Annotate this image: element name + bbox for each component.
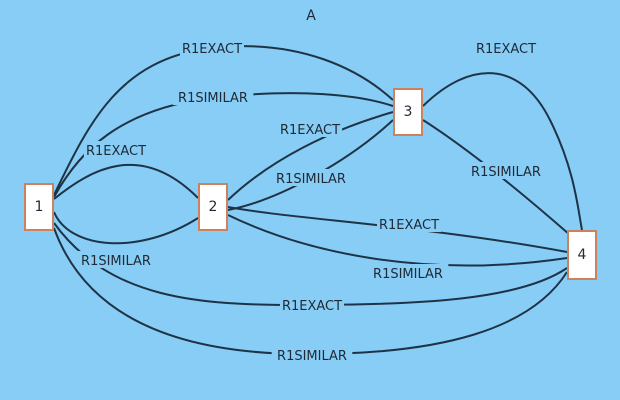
- edge-label: R1SIMILAR: [178, 91, 248, 106]
- edge-label: R1EXACT: [476, 42, 536, 57]
- edge-label-background: [465, 162, 547, 179]
- edge-1-2-r1similar[interactable]: [53, 211, 199, 245]
- edge-label: R1SIMILAR: [81, 254, 151, 269]
- edge-label-background: [179, 39, 245, 56]
- edge-label: R1SIMILAR: [373, 267, 443, 282]
- node-1[interactable]: 1: [24, 183, 54, 231]
- edge-2-4-r1similar[interactable]: [227, 214, 568, 267]
- edge-label: R1SIMILAR: [471, 165, 541, 180]
- edge-label-background: [270, 169, 352, 186]
- edge-label: R1EXACT: [280, 123, 340, 138]
- edge-label-background: [277, 120, 343, 137]
- node-4[interactable]: 4: [567, 230, 597, 280]
- edge-label-background: [172, 88, 254, 105]
- edge-label-background: [271, 346, 353, 363]
- edge-label: R1EXACT: [379, 218, 439, 233]
- edge-label: R1EXACT: [86, 144, 146, 159]
- edge-2-4-r1exact[interactable]: [227, 206, 568, 253]
- node-3[interactable]: 3: [393, 88, 423, 136]
- edge-label-background: [376, 215, 442, 232]
- edge-label-background: [279, 296, 345, 313]
- edge-label: R1SIMILAR: [277, 349, 347, 364]
- edge-label: R1SIMILAR: [276, 172, 346, 187]
- edge-label: R1EXACT: [182, 42, 242, 57]
- edge-label-background: [75, 251, 157, 268]
- edge-label-background: [83, 141, 149, 158]
- edge-1-2-r1exact[interactable]: [53, 163, 199, 200]
- edge-label-background: [473, 39, 539, 56]
- edge-label: R1EXACT: [282, 299, 342, 314]
- edge-2-3-r1exact[interactable]: [227, 111, 394, 201]
- diagram-title: A: [306, 8, 316, 24]
- edge-3-4-r1exact[interactable]: [422, 72, 583, 231]
- edge-1-4-r1similar[interactable]: [53, 227, 568, 356]
- edge-label-background: [367, 264, 449, 281]
- node-2[interactable]: 2: [198, 183, 228, 231]
